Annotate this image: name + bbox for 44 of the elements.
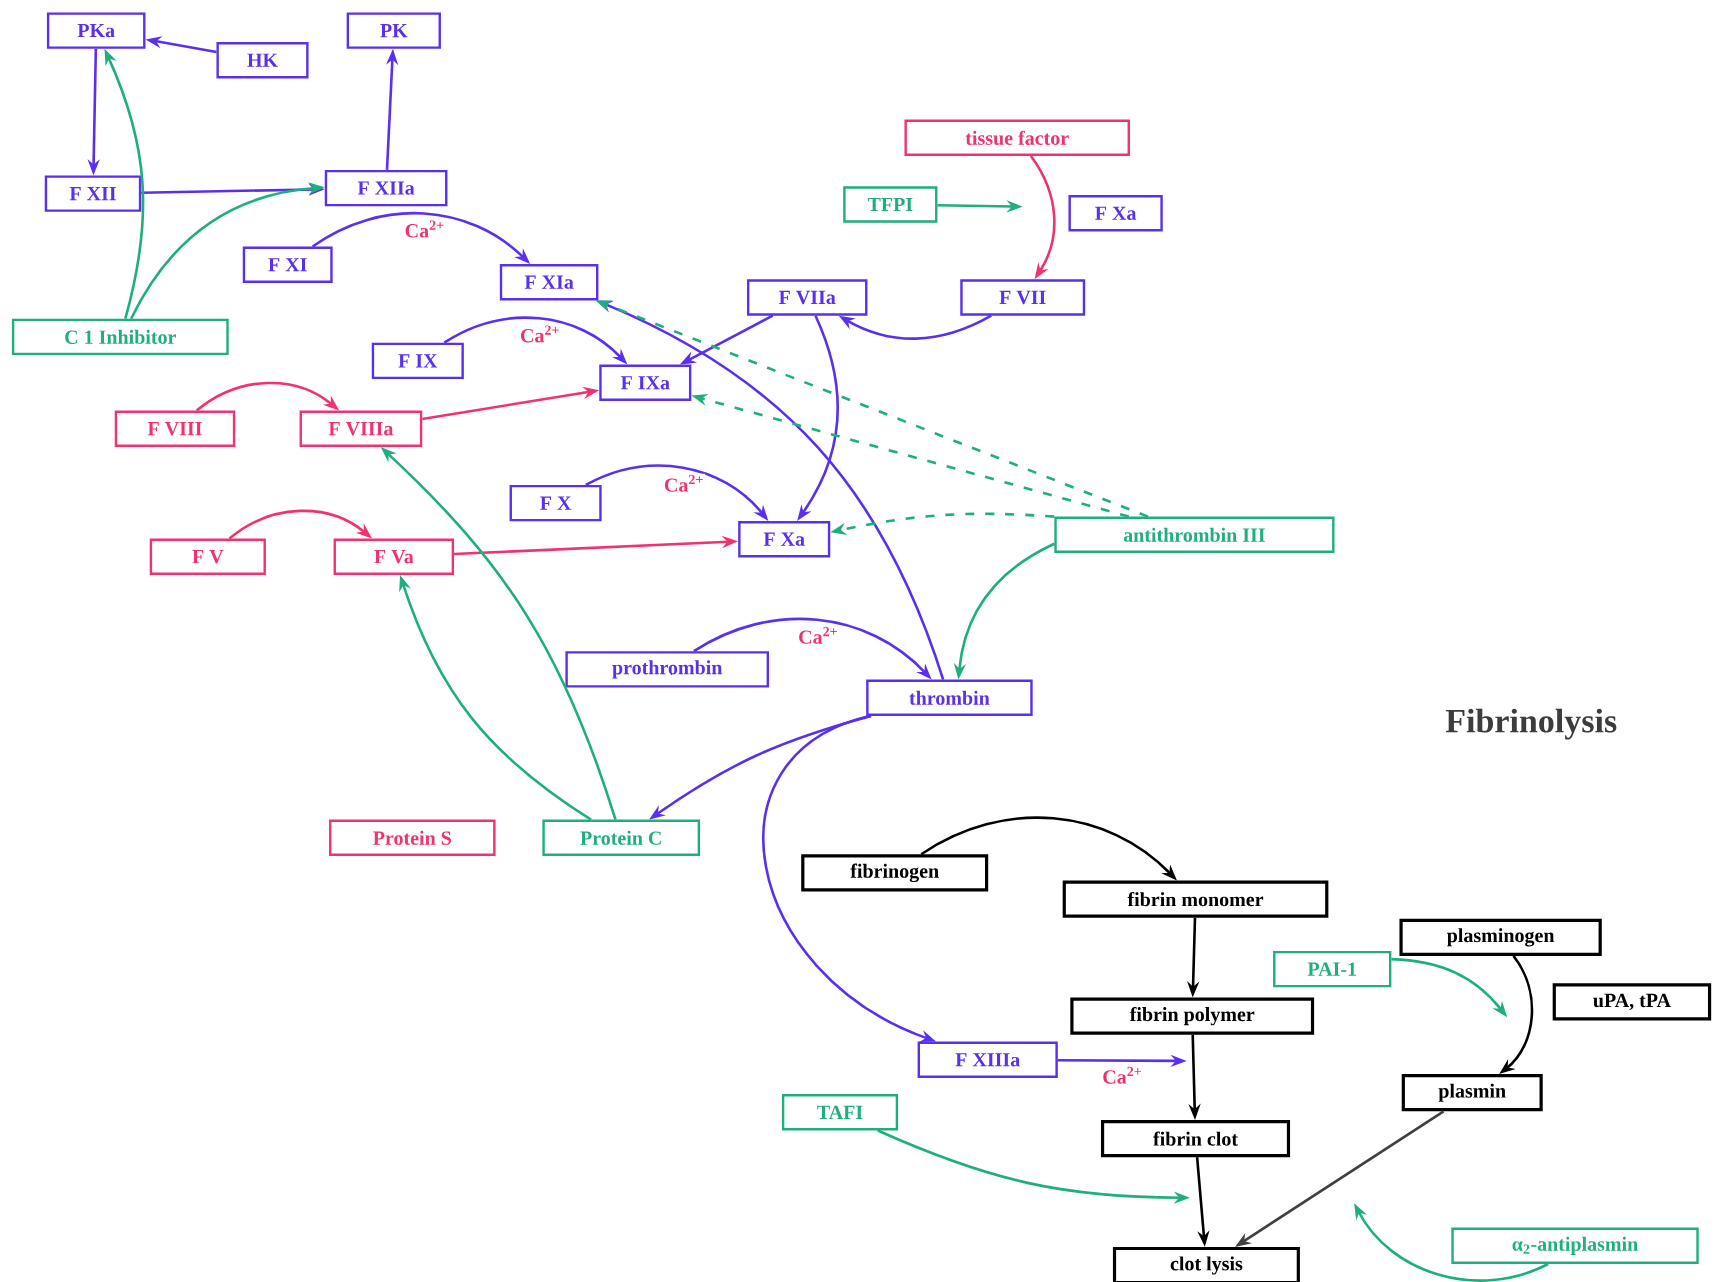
factor-box: F XII (44, 175, 142, 212)
factor-box: F X (509, 484, 602, 522)
factor-box: C 1 Inhibitor (11, 318, 229, 356)
factor-box: F IX (371, 342, 464, 380)
factor-box: Protein S (329, 819, 496, 856)
edge-label: Ca$^{2+}$ (403, 219, 446, 239)
heading: Fibrinolysis (1445, 708, 1617, 740)
factor-box: TFPI (843, 186, 938, 223)
factor-box: TAFI (781, 1094, 899, 1131)
factor-box: plasmin (1401, 1074, 1543, 1112)
factor-box: prothrombin (565, 651, 769, 688)
factor-box: plasminogen (1399, 918, 1602, 956)
factor-box: fibrinogen (801, 854, 989, 892)
factor-box: HK (216, 42, 309, 79)
factor-box: F Xa (738, 521, 831, 558)
factor-box: thrombin (866, 679, 1033, 716)
factor-box: F VIII (114, 410, 236, 447)
edge-label: Ca$^{2+}$ (1101, 1065, 1144, 1085)
factor-box: PK (346, 12, 441, 49)
factor-box: F XI (242, 246, 333, 283)
factor-box: fibrin monomer (1062, 880, 1329, 918)
factor-box: F VIIIa (299, 410, 423, 447)
factor-box: Protein C (542, 819, 701, 856)
factor-box: F IXa (599, 364, 692, 401)
edge-label: Ca$^{2+}$ (797, 625, 840, 645)
factor-box: F VII (960, 279, 1086, 316)
factor-box: tissue factor (904, 119, 1130, 156)
edge-label: Ca$^{2+}$ (519, 324, 561, 344)
factor-box: PKa (46, 12, 146, 49)
factor-box: α$_{2}$-antiplasmin (1451, 1227, 1699, 1264)
factor-box: antithrombin III (1054, 516, 1335, 553)
factor-box: F XIIIa (917, 1041, 1058, 1078)
factor-box: F XIIa (324, 169, 448, 207)
edge-label: Ca$^{2+}$ (662, 473, 705, 493)
factor-box: F VIIa (746, 279, 868, 316)
factor-box: F Xa (1068, 195, 1163, 232)
factor-box: PAI-1 (1273, 950, 1392, 988)
factor-box: F XIa (499, 264, 599, 301)
factor-box: F V (149, 538, 266, 575)
factor-box: fibrin polymer (1070, 997, 1315, 1035)
factor-box: fibrin clot (1100, 1120, 1291, 1158)
factor-box: clot lysis (1112, 1246, 1300, 1282)
factor-box: uPA, tPA (1552, 983, 1712, 1021)
factor-box: F Va (333, 538, 455, 575)
